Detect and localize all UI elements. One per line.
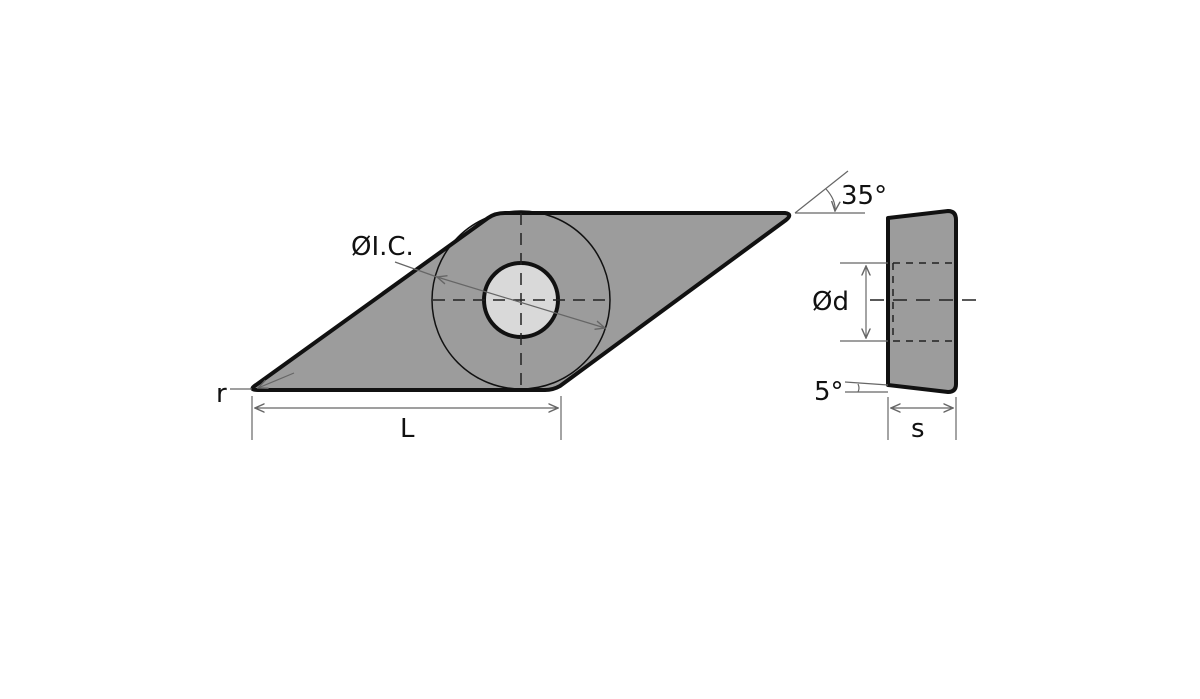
insert-side-view [886,209,958,394]
radius-label: r [216,379,227,409]
thickness-label: s [911,414,925,444]
ic-leader [394,261,438,278]
ic-dimension-arrow [437,277,605,328]
angle-ref-inclined [794,170,849,214]
clearance-angle-label: 5° [814,377,844,407]
length-label: L [400,414,415,444]
ic-label: ØI.C. [351,232,414,262]
clearance-arc [857,383,860,393]
angle-35-label: 35° [841,181,887,211]
inscribed-circle [431,210,611,390]
radius-arrow [258,372,295,388]
angle-arc [825,188,835,211]
clearance-ref-inclined [844,381,889,386]
d-label: Ød [812,287,849,317]
